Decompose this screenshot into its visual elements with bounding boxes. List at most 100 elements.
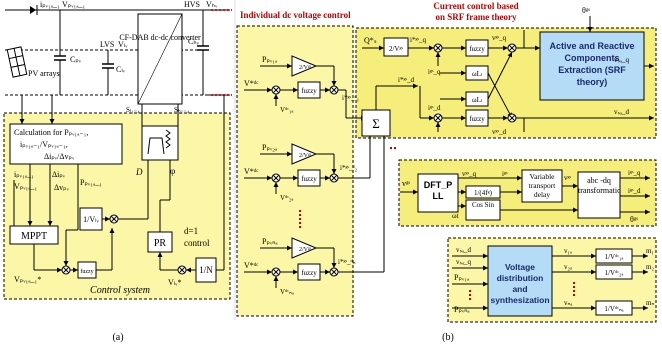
calc-line3: Δiₚᵥ/Δvₚᵥ <box>44 152 75 161</box>
control-label: control <box>184 238 210 248</box>
phi-label: φ <box>170 166 175 176</box>
theta-gs-label: θᵍˢ <box>582 6 590 15</box>
igs-q-pll-out: iᵍˢ_q <box>628 169 641 177</box>
dvpv-label: Δvₚᵥ <box>54 183 70 192</box>
fuzzy-q-label: fuzzy <box>469 45 485 53</box>
chv-label: Cₕᵥ <box>188 37 200 46</box>
vgs-d-label: vᵍˢ_d <box>492 128 507 136</box>
mn-label: mₙ <box>646 299 654 307</box>
omega-t-label: ωt <box>452 212 459 220</box>
fuzzy-b2-label: fuzzy <box>301 175 317 183</box>
ppv-label: Pₚᵥ₁ₐ_₁ <box>80 178 102 187</box>
caption-a: (a) <box>112 332 123 343</box>
ig2-label: i*ᵍˢ_ᵈ₂ <box>340 164 358 172</box>
v-pv1a-label: Vₚᵥ₁ₐ_₁ <box>62 0 86 9</box>
ppvna-label: Pₚᵥₙₐ <box>262 237 278 246</box>
phase-shift-icon <box>165 129 171 149</box>
wl2-label: ωLₗ <box>472 96 482 104</box>
abc-dq-label: abc -dq transformation <box>578 176 620 195</box>
one-vlv-label: 1/Vₗᵥ <box>83 215 99 224</box>
converter-label: CF-DAB dc-dc converter <box>119 33 201 42</box>
control-system-label: Control system <box>90 285 150 296</box>
iq-label: iᵍˢ_q <box>428 68 441 76</box>
wl1-label: ωLₗ <box>472 70 482 78</box>
panel-a: CF-DAB dc-dc converter iₚᵥ₁ₐ_₁ Vₚᵥ₁ₐ_₁ C… <box>3 0 232 343</box>
calculation-block <box>9 123 123 165</box>
sigma-label: Σ <box>372 116 380 131</box>
v1a-label: v₁ₐ <box>564 247 572 255</box>
vsa-d-in-label: vₛₐ_d <box>456 246 472 254</box>
one-n-label: 1/N <box>199 265 213 275</box>
gain-label-1: 2/Vᵍˢ <box>299 65 312 71</box>
current-title-line1: Current control based <box>433 1 518 11</box>
pr-label: PR <box>154 238 167 249</box>
one-vdc1a-label: 1/Vᵈᶜ₁ₐ <box>605 253 624 261</box>
cpv-capacitor-icon <box>54 10 66 95</box>
arc-title: Active and Reactive Components Extractio… <box>549 41 635 87</box>
dft-pll-block <box>417 173 459 213</box>
calc-line2: iₚᵥ₁ₐ₋₁/Vₚᵥ₁ₐ₋₁, <box>20 140 68 149</box>
hvs-label: HVS <box>184 0 200 9</box>
pv-arrays-label: PV arrays <box>28 69 60 78</box>
fuzzy-d-label: fuzzy <box>469 115 485 123</box>
ign-label: i*ᵍˢ_ᵈₙ <box>338 258 356 266</box>
v2a-label: v₂ₐ <box>564 263 572 271</box>
vdc-star-label-1: V*ᵈᶜ <box>244 79 258 88</box>
vsa-q-in-label: vₛₐ_q <box>456 258 472 266</box>
id-label: iᵍˢ_d <box>428 104 441 112</box>
filter-label: 1/(4fᵍ) <box>474 189 493 197</box>
mppt-label: MPPT <box>21 231 47 242</box>
vdc2a-label: Vᵈᶜ₂ₐ <box>280 194 293 202</box>
caption-b: (b) <box>442 332 454 343</box>
s-l14-label: Sₗ₁₋₄ <box>126 106 140 114</box>
igs-pll-label: iᵍˢ <box>502 170 508 178</box>
voltage-distribution-block <box>487 245 553 317</box>
fuzzy-label: fuzzy <box>80 268 93 275</box>
lvs-label: LVS <box>100 40 114 49</box>
vgs-q-label: vᵍˢ_q <box>492 34 507 42</box>
d1-label: d=1 <box>184 226 198 236</box>
vgs-in-label: vᵍˢ <box>402 179 410 188</box>
gain-2-vgs-2 <box>291 143 318 165</box>
gain-label-2: 2/Vᵍˢ <box>299 153 312 159</box>
ppvna-in-label: Pₚᵥₙₐ <box>454 305 470 314</box>
vpv-input-label: Vₚᵥ₁ₐ_₁ <box>14 182 38 191</box>
variable-delay-block <box>521 169 563 203</box>
chv-capacitor-icon <box>197 10 209 95</box>
gain-2-vgs-1 <box>291 55 318 77</box>
dpv-label: Δiₚᵥ <box>52 170 66 179</box>
dft-pll-label: DFT_P LL <box>423 180 453 201</box>
d-label: D <box>135 167 143 177</box>
fuzzy-bn-label: fuzzy <box>301 269 317 277</box>
igs-d-pll-out: iᵍˢ_d <box>628 187 641 195</box>
cos-sin-label: Cos Sin <box>472 201 494 209</box>
vdcna-label: Vᵈᶜₙₐ <box>280 288 294 296</box>
gain-q-label: 2/Vᵍˢ <box>389 45 404 53</box>
vgs-q-pll-label: vᵍˢ_q <box>462 170 477 178</box>
gain-2-vgs-q-block <box>383 37 409 57</box>
ig1-label: i*ᵍˢ_ᵈ₁ <box>342 94 359 102</box>
vdc1a-label: Vᵈᶜ₁ₐ <box>280 106 293 114</box>
s-h14-label: Sₕ₁₋₄ <box>174 106 190 114</box>
one-vdcna-label: 1/Vᵈᶜₙₐ <box>604 305 623 313</box>
i-pv1a-label: iₚᵥ₁ₐ_₁ <box>40 0 60 9</box>
vsa-q-label: vₛₐ_q <box>614 56 630 64</box>
vdc-star-label-n: V*ᵈᶜ <box>244 261 258 270</box>
m2-label: m₂ <box>646 263 654 271</box>
cpv-label: Cₚᵥ <box>70 55 82 64</box>
m1-label: m₁ <box>646 247 654 255</box>
variable-delay-label: Variable transport delay <box>528 172 556 199</box>
one-vdc2a-label: 1/Vᵈᶜ₂ₐ <box>605 269 624 277</box>
calc-title: Calculation for Pₚᵥ₁ₐ₋₁, <box>14 128 88 137</box>
clv-capacitor-icon <box>102 50 114 95</box>
vlv-star-label: Vₗᵥ* <box>168 278 181 287</box>
ipv-input-label: iₚᵥ₁ₐ_₁ <box>14 170 34 179</box>
vdc-star-label-2: V*ᵈᶜ <box>244 167 258 176</box>
current-title-line2: on SRF frame theory <box>436 12 517 22</box>
panel-b: Individual dc voltage control Current co… <box>236 1 657 343</box>
gain-2-vgs-n <box>291 237 318 259</box>
vsa-d-label: vₛₐ_d <box>614 108 630 116</box>
abc-dq-block <box>577 171 621 219</box>
